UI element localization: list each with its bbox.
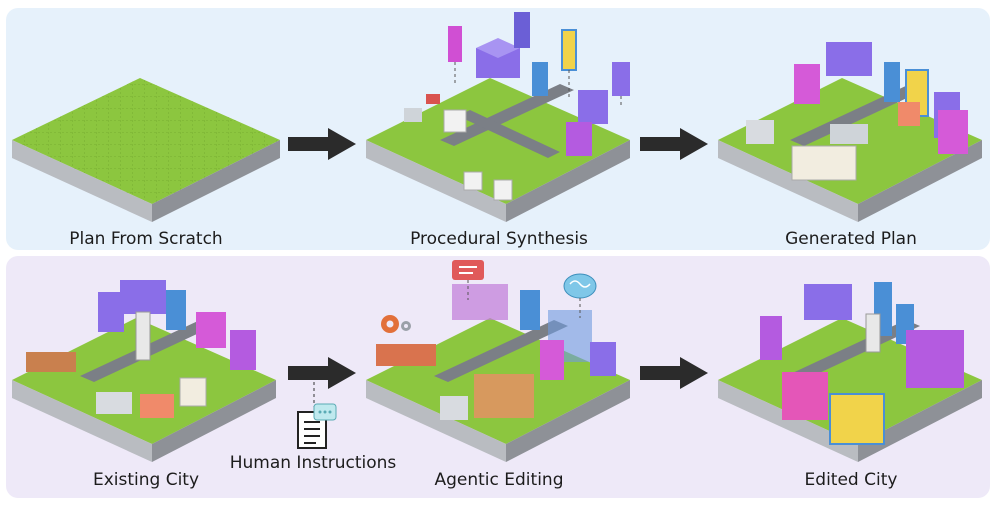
edited-city-tile [718,282,982,462]
arrow-right-icon [640,357,708,389]
brain-icon [563,273,597,318]
procedural-synthesis-tile [366,12,630,222]
existing-city-tile [12,280,276,462]
generated-plan-tile [718,42,982,222]
stage-label-plan-from-scratch: Plan From Scratch [69,229,223,249]
chat-bubble-icon [313,403,337,421]
agentic-editing-tile [366,284,630,462]
empty-grid-tile [12,78,280,222]
stage-label-generated-plan: Generated Plan [785,229,917,249]
stage-label-agentic-editing: Agentic Editing [434,470,564,490]
human-instructions-label: Human Instructions [229,453,397,473]
stage-label-edited-city: Edited City [804,470,898,490]
message-icon [452,260,484,300]
arrow-right-icon [640,128,708,160]
stage-label-existing-city: Existing City [92,470,200,490]
arrow-right-icon [288,128,356,160]
stage-label-procedural-synthesis: Procedural Synthesis [410,229,588,249]
gear-icon [381,315,411,333]
arrow-right-icon [288,357,356,389]
